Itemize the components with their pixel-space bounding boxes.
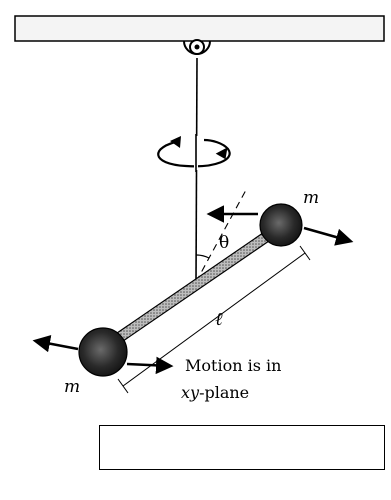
- velocity-arrow-bottom-right: [126, 356, 174, 375]
- pivot-hook: [183, 39, 211, 55]
- connecting-rod: [100, 221, 286, 353]
- rotation-arrow-icon: [157, 134, 231, 172]
- caption-box: [99, 425, 385, 470]
- rod-axis-dashed: [195, 189, 247, 283]
- motion-label-line1: Motion is in: [185, 356, 281, 375]
- velocity-arrow-bottom-left: [32, 335, 79, 353]
- mass-top: [259, 203, 303, 247]
- motion-label-line2: xy-plane: [181, 383, 249, 402]
- mass-label-top: m: [303, 188, 319, 208]
- ceiling-bar: [14, 15, 385, 42]
- angle-arc: [195, 254, 210, 259]
- mass-label-bottom: m: [64, 377, 80, 397]
- length-label: ℓ: [215, 309, 223, 330]
- angle-label: θ: [219, 233, 229, 253]
- mass-bottom: [78, 327, 128, 377]
- motion-label-xy: xy: [181, 383, 200, 402]
- length-dimension: [117, 245, 311, 394]
- velocity-arrow-top-right: [303, 226, 354, 246]
- motion-label-plane: -plane: [199, 383, 249, 402]
